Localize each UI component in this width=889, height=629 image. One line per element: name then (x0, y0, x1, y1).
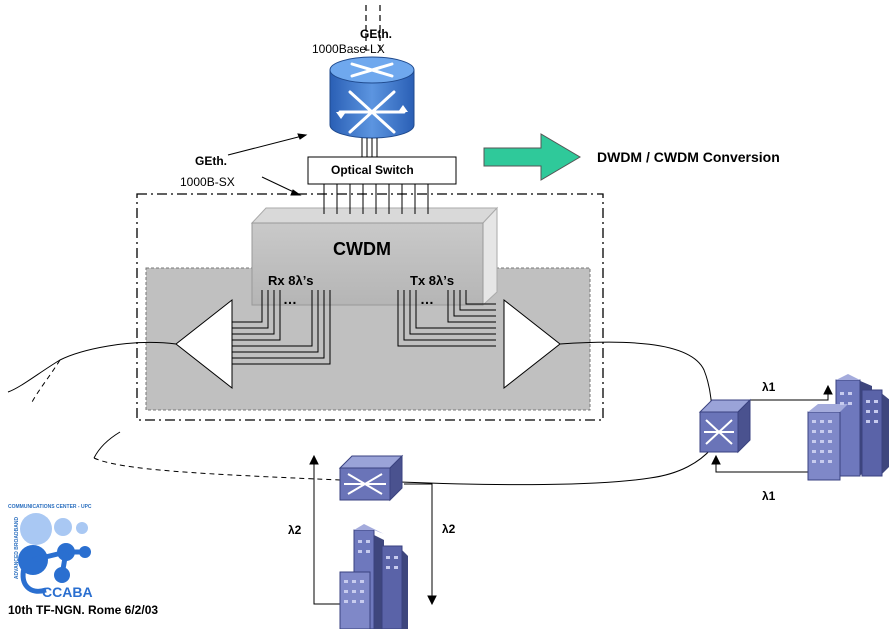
optical-switch-box (307, 156, 457, 185)
tx-fan-lines (397, 290, 496, 347)
tx-dots: … (420, 291, 434, 307)
tx-label: Tx 8λ’s (410, 273, 455, 288)
right-building-icon (807, 374, 889, 481)
cwdm-box (250, 206, 499, 307)
lambda2-left-label: λ2 (288, 523, 302, 537)
geth-mid-label: GEth. (195, 154, 227, 168)
logo-top-text: COMMUNICATIONS CENTER - UPC (8, 504, 92, 510)
right-switch-icon (698, 398, 752, 454)
cwdm-boundary (136, 193, 604, 421)
logo-word: CCABA (42, 584, 93, 600)
switch-cwdm-fibers (323, 184, 429, 214)
ccaba-logo (18, 513, 91, 594)
base-lx-label: 1000Base-LX (312, 42, 385, 56)
rx-amplifier-icon (175, 298, 233, 390)
lambda1-bottom-label: λ1 (762, 489, 776, 503)
conversion-arrow (483, 133, 581, 181)
lambda1-top-label: λ1 (762, 380, 776, 394)
conversion-label: DWDM / CWDM Conversion (597, 149, 780, 165)
bottom-switch-icon (338, 454, 404, 502)
pointer-arrows (227, 133, 308, 196)
tx-amplifier-icon (503, 298, 561, 390)
geth-top-label: GEth. (360, 27, 392, 41)
router-switch-links (361, 138, 378, 158)
uplink-dashed-lines (365, 5, 381, 55)
lambda2-right-label: λ2 (442, 522, 456, 536)
bottom-building-icon (339, 524, 408, 629)
footer-text: 10th TF-NGN. Rome 6/2/03 (8, 603, 159, 617)
logo-side-text: ADVANCED BROADBAND (14, 516, 21, 580)
optical-switch-label: Optical Switch (331, 163, 414, 177)
lambda2-brackets (309, 454, 437, 606)
rx-fan-lines (232, 290, 331, 365)
cwdm-label: CWDM (333, 239, 391, 259)
router-icon (329, 56, 415, 139)
rx-label: Rx 8λ’s (268, 273, 314, 288)
rx-dots: … (283, 291, 297, 307)
b-sx-label: 1000B-SX (180, 175, 235, 189)
